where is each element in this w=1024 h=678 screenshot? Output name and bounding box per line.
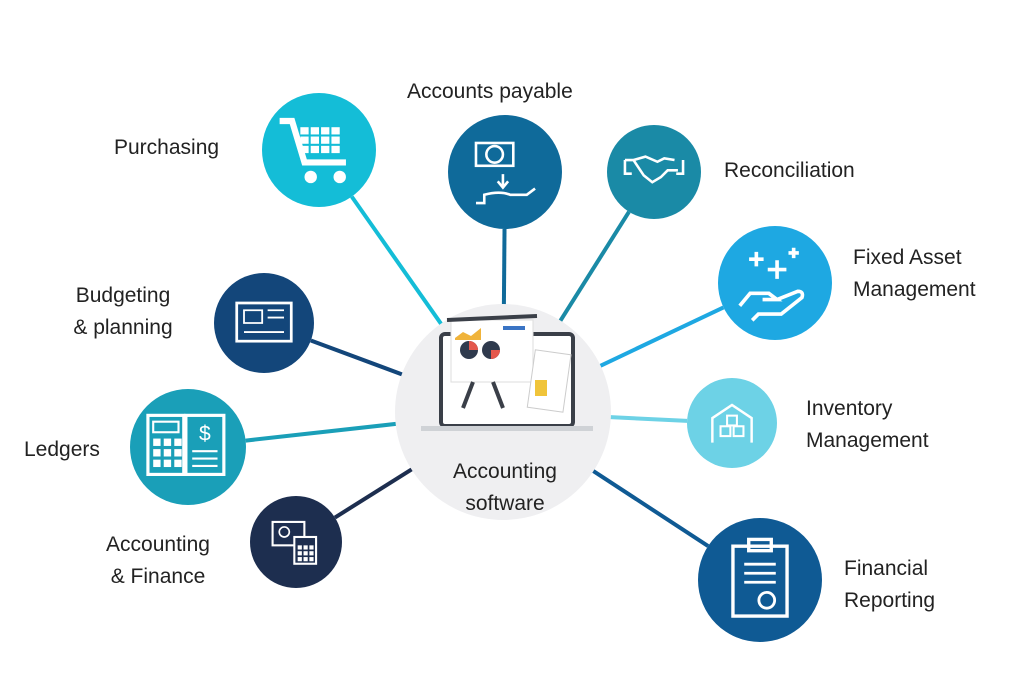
- clipboard-report-icon: [731, 537, 789, 618]
- center-label: Accounting software: [420, 456, 590, 520]
- label-text: & Finance: [110, 565, 206, 588]
- warehouse-icon: [711, 403, 753, 443]
- label-text: Reporting: [844, 589, 936, 612]
- node-circle: [718, 226, 832, 340]
- node-circle: [448, 115, 562, 229]
- connector-reconciliation: [554, 210, 631, 329]
- label-text: & planning: [73, 316, 173, 339]
- label-purchasing: Purchasing: [114, 132, 219, 164]
- label-accounting-finance: Accounting & Finance: [83, 529, 233, 593]
- label-text: Budgeting: [75, 284, 171, 307]
- money-hand-icon: [474, 141, 536, 205]
- label-reconciliation: Reconciliation: [724, 155, 855, 187]
- label-text: Ledgers: [24, 438, 100, 461]
- node-circle: [130, 389, 246, 505]
- label-text: Accounting: [453, 460, 557, 483]
- laptop-presentation-icon: [421, 314, 593, 431]
- connector-financial-reporting: [585, 465, 710, 548]
- label-ledgers: Ledgers: [24, 434, 100, 466]
- node-financial-reporting: [698, 518, 822, 642]
- connector-purchasing: [350, 195, 448, 332]
- label-text: Accounts payable: [407, 80, 573, 103]
- label-text: software: [465, 492, 545, 515]
- node-circle: [607, 125, 701, 219]
- label-text: Fixed Asset: [853, 246, 962, 269]
- label-text: Inventory: [806, 397, 893, 420]
- connector-budgeting: [310, 338, 410, 379]
- node-fixed-asset: [718, 226, 832, 340]
- label-text: Management: [806, 429, 929, 452]
- label-text: Management: [853, 278, 976, 301]
- node-accounting-finance: [250, 496, 342, 588]
- label-text: Reconciliation: [724, 159, 855, 182]
- shopping-cart-icon: [279, 117, 346, 184]
- label-text: Accounting: [106, 533, 210, 556]
- computer-calculator-icon: [271, 520, 318, 565]
- node-circle: [214, 273, 314, 373]
- node-purchasing: [262, 93, 376, 207]
- node-accounts-payable: [448, 115, 562, 229]
- node-inventory: [687, 378, 777, 468]
- node-budgeting: [214, 273, 314, 373]
- svg-text:$: $: [199, 423, 211, 446]
- node-circle: [698, 518, 822, 642]
- label-text: Financial: [844, 557, 929, 580]
- label-text: Purchasing: [114, 136, 220, 159]
- label-budgeting: Budgeting & planning: [48, 280, 198, 344]
- label-accounts-payable: Accounts payable: [407, 76, 573, 108]
- node-ledgers: $: [130, 389, 246, 505]
- node-circle: [687, 378, 777, 468]
- connector-accounts-payable: [501, 228, 507, 313]
- blueprint-icon: [235, 301, 293, 343]
- hand-plus-icon: [738, 247, 805, 322]
- connector-ledgers: [245, 421, 404, 443]
- calculator-ledger-icon: $: [146, 413, 226, 476]
- connector-fixed-asset: [592, 305, 725, 371]
- connector-accounting-finance: [333, 463, 420, 520]
- connector-inventory: [602, 414, 688, 423]
- center-hub: [395, 304, 611, 520]
- handshake-icon: [623, 155, 685, 184]
- node-reconciliation: [607, 125, 701, 219]
